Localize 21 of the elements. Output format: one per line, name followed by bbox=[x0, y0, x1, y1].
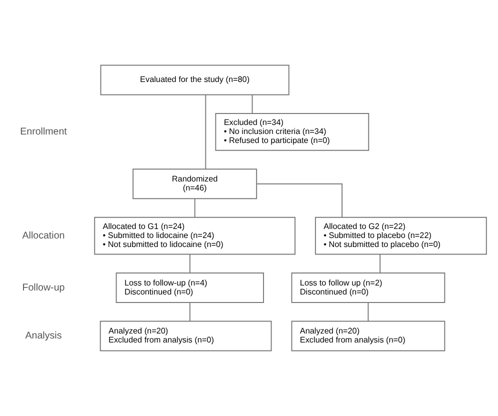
node-box: Evaluated for the study (n=80) bbox=[100, 64, 290, 96]
connector bbox=[368, 302, 369, 322]
label: Allocation bbox=[22, 230, 65, 242]
node-box: Allocated to G1 (n=24) • Submitted to lidocaine (n=24) • Not submitted to lidocaine (n=0) bbox=[94, 216, 296, 255]
node-box: Analyzed (n=20) Excluded from analysis (n=0) bbox=[100, 320, 272, 352]
connector bbox=[252, 94, 253, 114]
connector bbox=[194, 198, 196, 218]
node-box: Analyzed (n=20) Excluded from analysis (n=0) bbox=[291, 320, 446, 352]
connector bbox=[189, 254, 190, 274]
node-box: Loss to follow-up (n=4) Discontinued (n=0) bbox=[116, 272, 264, 303]
node-box: Randomized (n=46) bbox=[132, 168, 258, 200]
node-box: Excluded (n=34) • No inclusion criteria (n=34) • Refused to participate (n=0) bbox=[215, 113, 370, 151]
connector bbox=[189, 302, 190, 322]
connector bbox=[205, 94, 206, 170]
label: Analysis bbox=[25, 330, 62, 342]
label: Follow-up bbox=[22, 282, 65, 294]
label: Enrollment bbox=[20, 126, 67, 138]
connector bbox=[256, 183, 343, 218]
connector bbox=[380, 254, 381, 274]
node-box: Loss to follow up (n=2) Discontinued (n=0) bbox=[291, 272, 446, 303]
node-box: Allocated to G2 (n=22) • Submitted to placebo (n=22) • Not submitted to placebo (n=0) bbox=[314, 216, 487, 255]
